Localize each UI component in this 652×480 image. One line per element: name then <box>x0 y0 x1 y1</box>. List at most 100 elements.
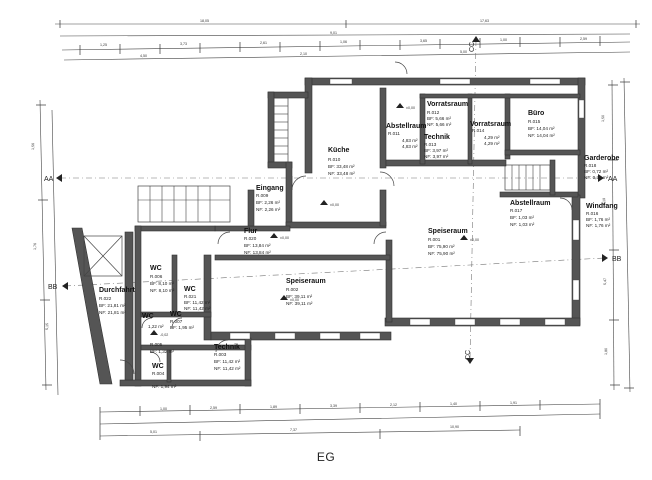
room-name-flur: Flur <box>244 228 257 235</box>
room-number-vorratsraum-012: R.012 <box>427 110 440 115</box>
room-name-buero: Büro <box>528 110 544 117</box>
room-name-wc-small: WC <box>142 313 154 320</box>
room-nf-technik-013: NF: 3,97 m² <box>424 154 449 159</box>
doors <box>119 61 573 375</box>
dim-right-4: 1,80 <box>604 348 608 355</box>
dim-right-2: 6,19 <box>602 198 606 205</box>
level-mark-flur: ±0,00 <box>280 236 289 240</box>
room-number-wc-006: R.006 <box>150 274 163 279</box>
room-bf-abstellraum-017: BF: 1,03 m² <box>510 215 534 220</box>
room-nf-abstellraum-011: 4,83 m² <box>402 144 418 149</box>
room-name-technik-003: Technik <box>214 344 240 351</box>
room-number-flur: R.020 <box>244 236 257 241</box>
room-bf-wc-021: BF: 11,42 m² <box>184 300 211 305</box>
level-marks: ±0,00 ±0,00 ±0,00 ±0,00 -0,02 ±0,00 <box>150 103 479 337</box>
dim-bottom-7: 3,39 <box>330 404 337 408</box>
room-name-wc-006: WC <box>150 265 162 272</box>
room-name-technik-013: Technik <box>424 134 450 141</box>
section-mark-aa-left: AA <box>44 176 54 183</box>
room-nf-speiseraum-002: NF: 39,11 m² <box>286 301 313 306</box>
room-name-abstellraum-011: Abstellraum <box>386 123 426 130</box>
room-nf-buero: NF: 14,04 m² <box>528 133 555 138</box>
room-nf-technik-003: NF: 11,42 m² <box>214 366 241 371</box>
room-number-windfang: R.016 <box>586 211 599 216</box>
section-mark-cc-top: CC <box>469 42 476 52</box>
room-nf-wc-006: NF: 8,10 m² <box>150 288 175 293</box>
room-nf-vorratsraum-012: NF: 5,66 m² <box>427 122 452 127</box>
room-bf-buero: BF: 14,04 m² <box>528 126 555 131</box>
room-bf-wc-small: 1,22 m² <box>148 324 164 329</box>
dim-bottom-9: 1,40 <box>450 402 457 406</box>
room-name-wc-004: WC <box>152 363 164 370</box>
room-nf-eingang: NF: 2,26 m² <box>256 207 281 212</box>
room-name-speiseraum-001: Speiseraum <box>428 228 468 235</box>
section-lines: AA AA BB BB CC CC <box>44 36 622 364</box>
room-bf-kueche: BF: 33,48 m² <box>328 164 355 169</box>
room-bf-speiseraum-002: BF: 39,11 m² <box>286 294 313 299</box>
dim-bottom-10: 1,91 <box>510 401 517 405</box>
room-name-abstellraum-017: Abstellraum <box>510 200 550 207</box>
room-name-garderobe: Garderobe <box>584 155 620 162</box>
room-nf-vorratsraum-014: 4,29 m² <box>484 141 500 146</box>
room-number-abstellraum-011: R.011 <box>388 131 400 136</box>
room-name-vorratsraum-014: Vorratsraum <box>470 121 511 128</box>
level-mark-speiseraum-2: ±0,00 <box>290 298 299 302</box>
room-bf-wc-007: BF: 1,95 m² <box>170 325 194 330</box>
room-name-durchfahrt: Durchfahrt <box>99 287 135 294</box>
room-name-wc-021: WC <box>184 286 196 293</box>
room-bf-eingang: BF: 2,26 m² <box>256 200 280 205</box>
section-mark-bb-left: BB <box>48 284 58 291</box>
room-nf-abstellraum-017: NF: 1,03 m² <box>510 222 535 227</box>
room-bf-garderobe: BF: 0,72 m² <box>584 169 608 174</box>
room-number-eingang: R.009 <box>256 193 269 198</box>
room-nf-wc-021: NF: 11,42 m² <box>184 306 211 311</box>
dim-top-4: 1,25 <box>100 43 107 47</box>
dim-bottom-4: 1,00 <box>160 407 167 411</box>
level-mark-speiseraum: ±0,00 <box>470 238 479 242</box>
room-bf-speiseraum-001: BF: 75,90 m² <box>428 244 455 249</box>
room-number-technik-003: R.003 <box>214 352 227 357</box>
section-mark-aa-right: AA <box>608 176 618 183</box>
room-number-wc-021: R.021 <box>184 294 197 299</box>
room-bf-technik-013: BF: 3,97 m² <box>424 148 448 153</box>
room-name-speiseraum-002: Speiseraum <box>286 278 326 285</box>
dim-top-1: 18,05 <box>200 19 209 23</box>
dim-bottom-8: 2,12 <box>390 403 397 407</box>
terrace-steps <box>137 185 231 223</box>
room-bf-flur: BF: 13,84 m² <box>244 243 271 248</box>
dim-top-10: 2,59 <box>580 37 587 41</box>
room-number-speiseraum-002: R.002 <box>286 287 299 292</box>
room-nf-durchfahrt: NF: 21,81 m² <box>99 310 126 315</box>
room-bf-technik-003: BF: 11,42 m² <box>214 359 241 364</box>
dim-top-3: 9,01 <box>330 31 337 35</box>
room-bf-wc-006: BF: 8,10 m² <box>150 281 174 286</box>
dimension-chain-left: 1,56 1,76 5,15 <box>31 99 59 396</box>
room-bf-vorratsraum-012: BF: 5,66 m² <box>427 116 451 121</box>
room-bf-wc-005: BF: 1,32 m² <box>150 349 174 354</box>
dim-bottom-5: 2,59 <box>210 406 217 410</box>
dim-top-12: 2,10 <box>300 52 307 56</box>
dim-bottom-1: 5,01 <box>150 430 157 434</box>
dim-left-1: 1,56 <box>31 143 35 150</box>
level-mark-kueche: ±0,00 <box>330 203 339 207</box>
dim-top-13: 5,00 <box>460 50 467 54</box>
room-number-abstellraum-017: R.017 <box>510 208 523 213</box>
dimension-chain-top: 18,05 17,63 9,01 1,25 3,73 2,61 1,06 3,6… <box>55 19 640 61</box>
room-number-garderobe: R.018 <box>584 163 597 168</box>
room-name-wc-007: WC <box>170 311 182 318</box>
room-name-kueche: Küche <box>328 147 350 154</box>
dim-bottom-2: 7,37 <box>290 428 297 432</box>
room-name-windfang: Windfang <box>586 203 618 210</box>
level-mark-wc: -0,02 <box>160 333 168 337</box>
room-number-wc-005: R.005 <box>150 342 163 347</box>
section-mark-cc-bottom: CC <box>465 350 472 360</box>
room-nf-garderobe: NF: 0,72 m² <box>584 175 609 180</box>
stairs-left <box>273 97 289 163</box>
dim-top-7: 1,06 <box>340 40 347 44</box>
dim-bottom-6: 1,89 <box>270 405 277 409</box>
section-mark-bb-right: BB <box>612 256 622 263</box>
room-name-vorratsraum-012: Vorratsraum <box>427 101 468 108</box>
room-number-durchfahrt: R.022 <box>99 296 112 301</box>
room-nf-wc-004: NF: 1,94 m² <box>152 384 177 389</box>
